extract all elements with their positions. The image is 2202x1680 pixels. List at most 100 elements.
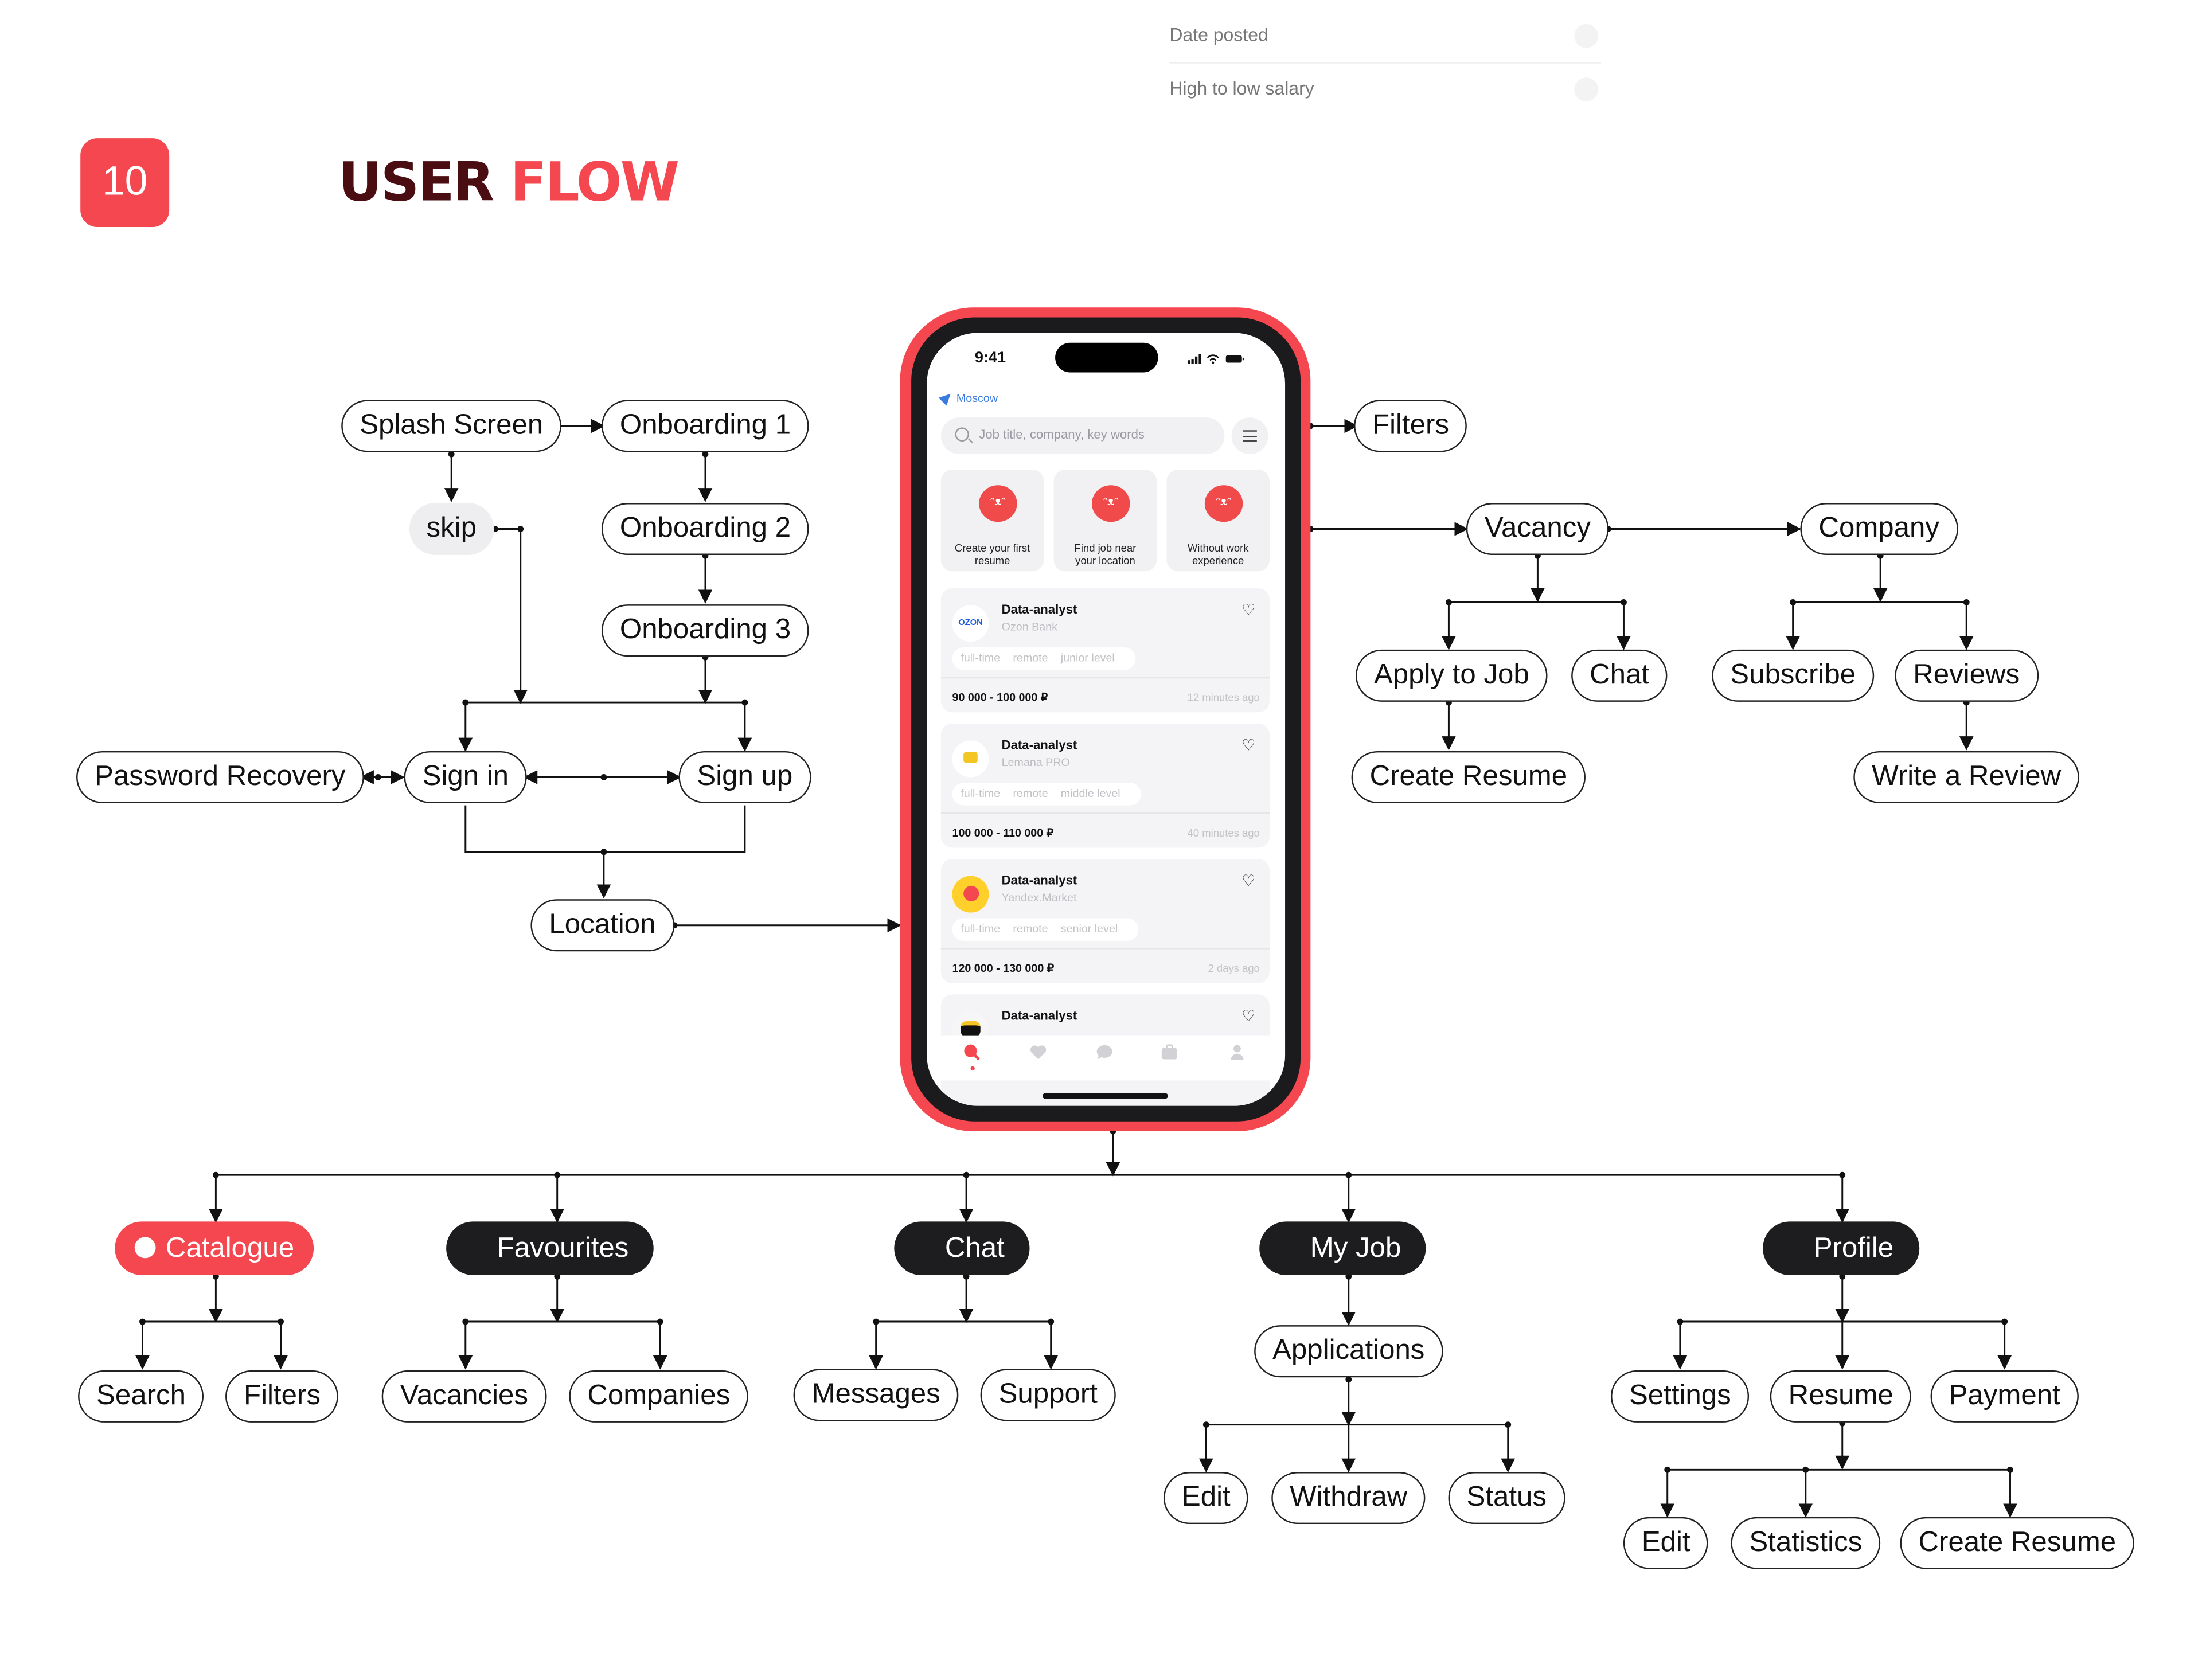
node-statistics: Statistics: [1731, 1517, 1881, 1569]
node-create-resume: Create Resume: [1351, 751, 1586, 803]
heart-icon[interactable]: ♡: [1241, 873, 1256, 890]
promo-line: Without work: [1187, 541, 1249, 554]
location-link[interactable]: Moscow: [938, 389, 998, 406]
node-catalogue-filters: Filters: [225, 1370, 339, 1423]
node-applications: Applications: [1254, 1325, 1443, 1378]
node-support: Support: [980, 1369, 1116, 1421]
node-withdraw: Withdraw: [1271, 1472, 1426, 1525]
node-favourites: Favourites: [446, 1221, 654, 1275]
job-tag: full-time: [961, 651, 1001, 665]
sliders-icon: [1243, 435, 1257, 437]
job-tag: remote: [1013, 787, 1048, 800]
job-posted: 40 minutes ago: [1187, 826, 1260, 839]
location-arrow-icon: [938, 389, 955, 406]
mascot-icon: ᵔᴥᵔ: [1092, 485, 1130, 522]
job-tag: full-time: [961, 922, 1001, 935]
node-catalogue: Catalogue: [115, 1221, 314, 1275]
sort-option-label: High to low salary: [1169, 77, 1314, 99]
location-label: Moscow: [956, 392, 998, 405]
sort-option-salary[interactable]: High to low salary: [1169, 62, 1601, 115]
section-number-badge: 10: [80, 138, 170, 228]
node-resume: Resume: [1770, 1370, 1912, 1423]
search-input[interactable]: Job title, company, key words: [940, 417, 1225, 455]
company-logo: OZON: [952, 605, 989, 642]
job-title: Data-analyst: [1001, 602, 1077, 617]
filters-button[interactable]: [1231, 417, 1268, 455]
node-companies: Companies: [569, 1370, 749, 1423]
search-icon[interactable]: [963, 1044, 981, 1061]
sort-option-date[interactable]: Date posted: [1169, 9, 1602, 64]
promo-line: Find job near: [1074, 541, 1137, 554]
job-salary: 100 000 - 110 000 ₽: [952, 826, 1054, 839]
job-company: Ozon Bank: [1001, 620, 1057, 634]
job-title: Data-analyst: [1001, 737, 1077, 752]
active-dot-icon: [134, 1237, 156, 1259]
briefcase-icon[interactable]: [1161, 1044, 1178, 1061]
lemana-logo-icon: [963, 752, 978, 764]
node-my-job: My Job: [1259, 1221, 1427, 1275]
node-location: Location: [530, 899, 674, 952]
node-sign-up: Sign up: [678, 751, 811, 803]
heart-icon[interactable]: ♡: [1241, 1008, 1256, 1026]
heart-icon[interactable]: ♡: [1241, 602, 1256, 619]
node-sign-in: Sign in: [404, 751, 528, 803]
job-tag: junior level: [1060, 651, 1115, 665]
node-apply-to-job: Apply to Job: [1355, 649, 1548, 702]
search-placeholder: Job title, company, key words: [979, 427, 1145, 442]
heart-icon[interactable]: ♡: [1241, 737, 1256, 755]
phone-screen: 9:41 Moscow Job title, company, key word…: [927, 333, 1286, 1106]
job-posted: 12 minutes ago: [1187, 691, 1260, 704]
node-vacancies: Vacancies: [381, 1370, 547, 1423]
page-title: USER FLOW: [338, 148, 680, 216]
node-profile: Profile: [1763, 1221, 1919, 1275]
node-tab-chat: Chat: [894, 1221, 1030, 1275]
divider: [940, 812, 1270, 814]
mascot-face: ᵔᴥᵔ: [990, 495, 1006, 508]
node-payment: Payment: [1930, 1370, 2079, 1423]
heart-icon[interactable]: [1030, 1044, 1047, 1061]
node-myjob-edit: Edit: [1163, 1472, 1249, 1525]
node-password-recovery: Password Recovery: [76, 751, 364, 803]
title-part-flow: FLOW: [510, 151, 680, 213]
node-search: Search: [78, 1370, 204, 1423]
job-company: Lemana PRO: [1001, 756, 1070, 769]
node-chat: Chat: [1571, 649, 1668, 702]
node-resume-edit: Edit: [1623, 1517, 1709, 1569]
radio-icon[interactable]: [1574, 77, 1599, 102]
node-vacancy: Vacancy: [1466, 502, 1609, 556]
node-profile-create-resume: Create Resume: [1900, 1517, 2135, 1569]
sliders-icon: [1243, 440, 1257, 442]
promo-line: experience: [1192, 554, 1244, 567]
active-tab-dot: [970, 1066, 975, 1071]
title-part-user: USER: [338, 151, 494, 213]
search-icon: [955, 427, 970, 442]
radio-icon[interactable]: [1574, 24, 1599, 48]
market-logo-icon: [962, 885, 979, 901]
job-salary: 120 000 - 130 000 ₽: [952, 962, 1055, 975]
node-catalogue-label: Catalogue: [165, 1233, 295, 1264]
job-posted: 2 days ago: [1208, 962, 1260, 975]
dynamic-island: [1055, 342, 1158, 373]
node-filters: Filters: [1354, 400, 1467, 452]
job-tag: senior level: [1060, 922, 1118, 935]
chat-bubble-icon[interactable]: [1096, 1044, 1113, 1061]
status-time: 9:41: [974, 350, 1006, 367]
promo-line: your location: [1075, 554, 1135, 567]
job-title: Data-analyst: [1001, 873, 1077, 888]
node-messages: Messages: [793, 1369, 959, 1421]
divider: [940, 948, 1270, 950]
person-icon[interactable]: [1229, 1044, 1246, 1061]
